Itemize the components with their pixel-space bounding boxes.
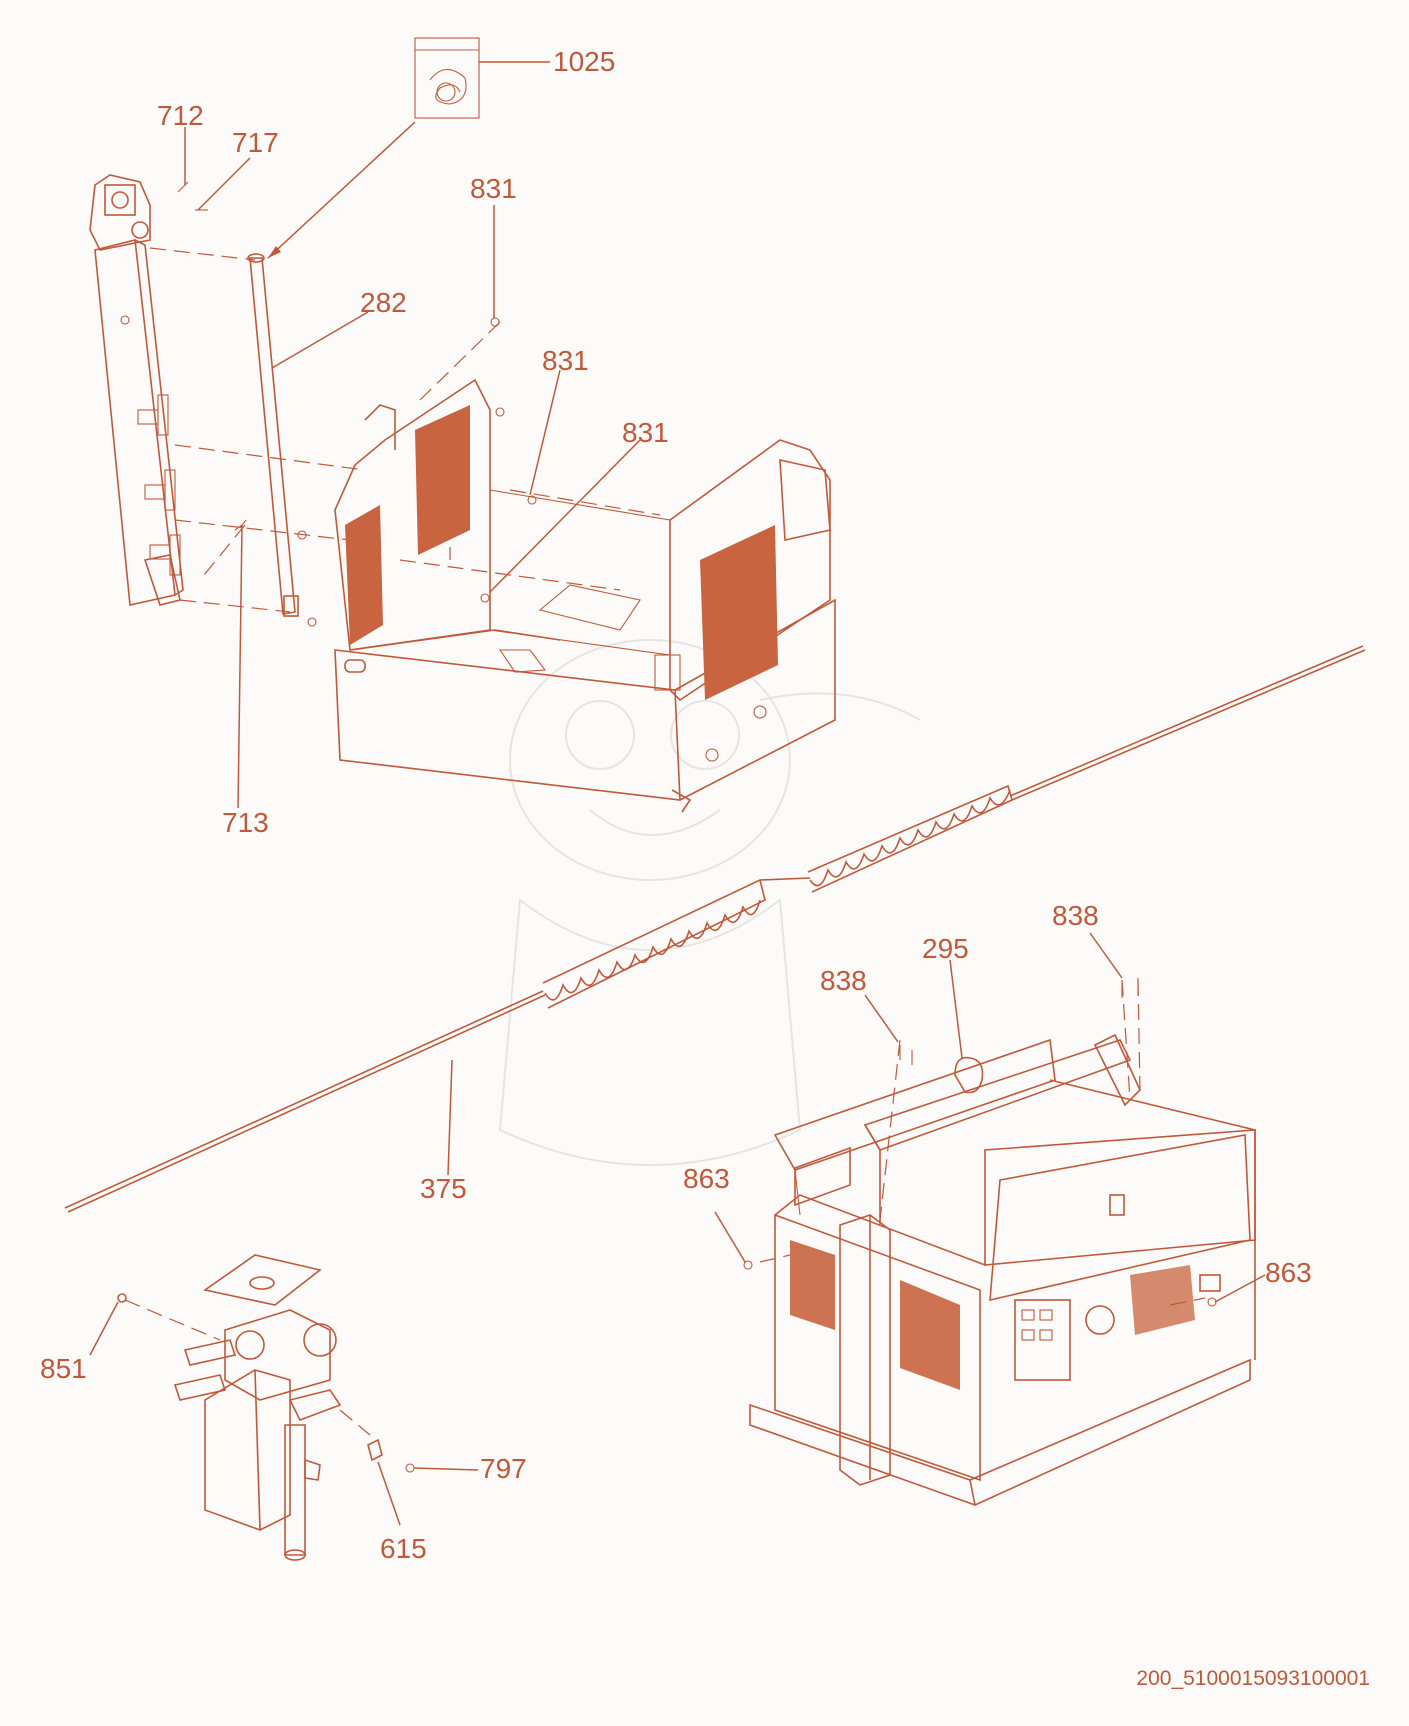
generator-unit — [743, 978, 1256, 1506]
leader-lines — [89, 61, 1266, 1526]
left-upright-frame — [89, 174, 208, 606]
cable-coil-lower — [542, 878, 766, 1009]
label-615: 615 — [380, 1533, 427, 1564]
label-712: 712 — [157, 100, 204, 131]
upper-chassis-box — [334, 378, 836, 813]
label-863-right: 863 — [1265, 1257, 1312, 1288]
watermark-mascot — [498, 639, 921, 1166]
part-labels: 1025 712 717 831 282 831 831 713 838 295… — [40, 46, 1370, 1690]
label-831-middle: 831 — [542, 345, 589, 376]
label-1025: 1025 — [553, 46, 615, 77]
label-717: 717 — [232, 127, 279, 158]
label-797: 797 — [480, 1453, 527, 1484]
hardware-upper — [239, 317, 537, 627]
label-838-left: 838 — [820, 965, 867, 996]
label-831-top: 831 — [470, 173, 517, 204]
cable-coil-upper — [807, 784, 1013, 893]
label-831-lower: 831 — [622, 417, 669, 448]
label-295: 295 — [922, 933, 969, 964]
label-713: 713 — [222, 807, 269, 838]
label-863-left: 863 — [683, 1163, 730, 1194]
label-282: 282 — [360, 287, 407, 318]
label-851: 851 — [40, 1353, 87, 1384]
jack-post-assembly — [117, 1254, 415, 1561]
manual-icon — [414, 37, 480, 119]
label-375: 375 — [420, 1173, 467, 1204]
label-838-right: 838 — [1052, 900, 1099, 931]
coiled-cable-375 — [64, 645, 1366, 1213]
vertical-rod-282 — [247, 253, 299, 617]
drawing-id: 200_5100015093100001 — [1136, 1667, 1370, 1690]
